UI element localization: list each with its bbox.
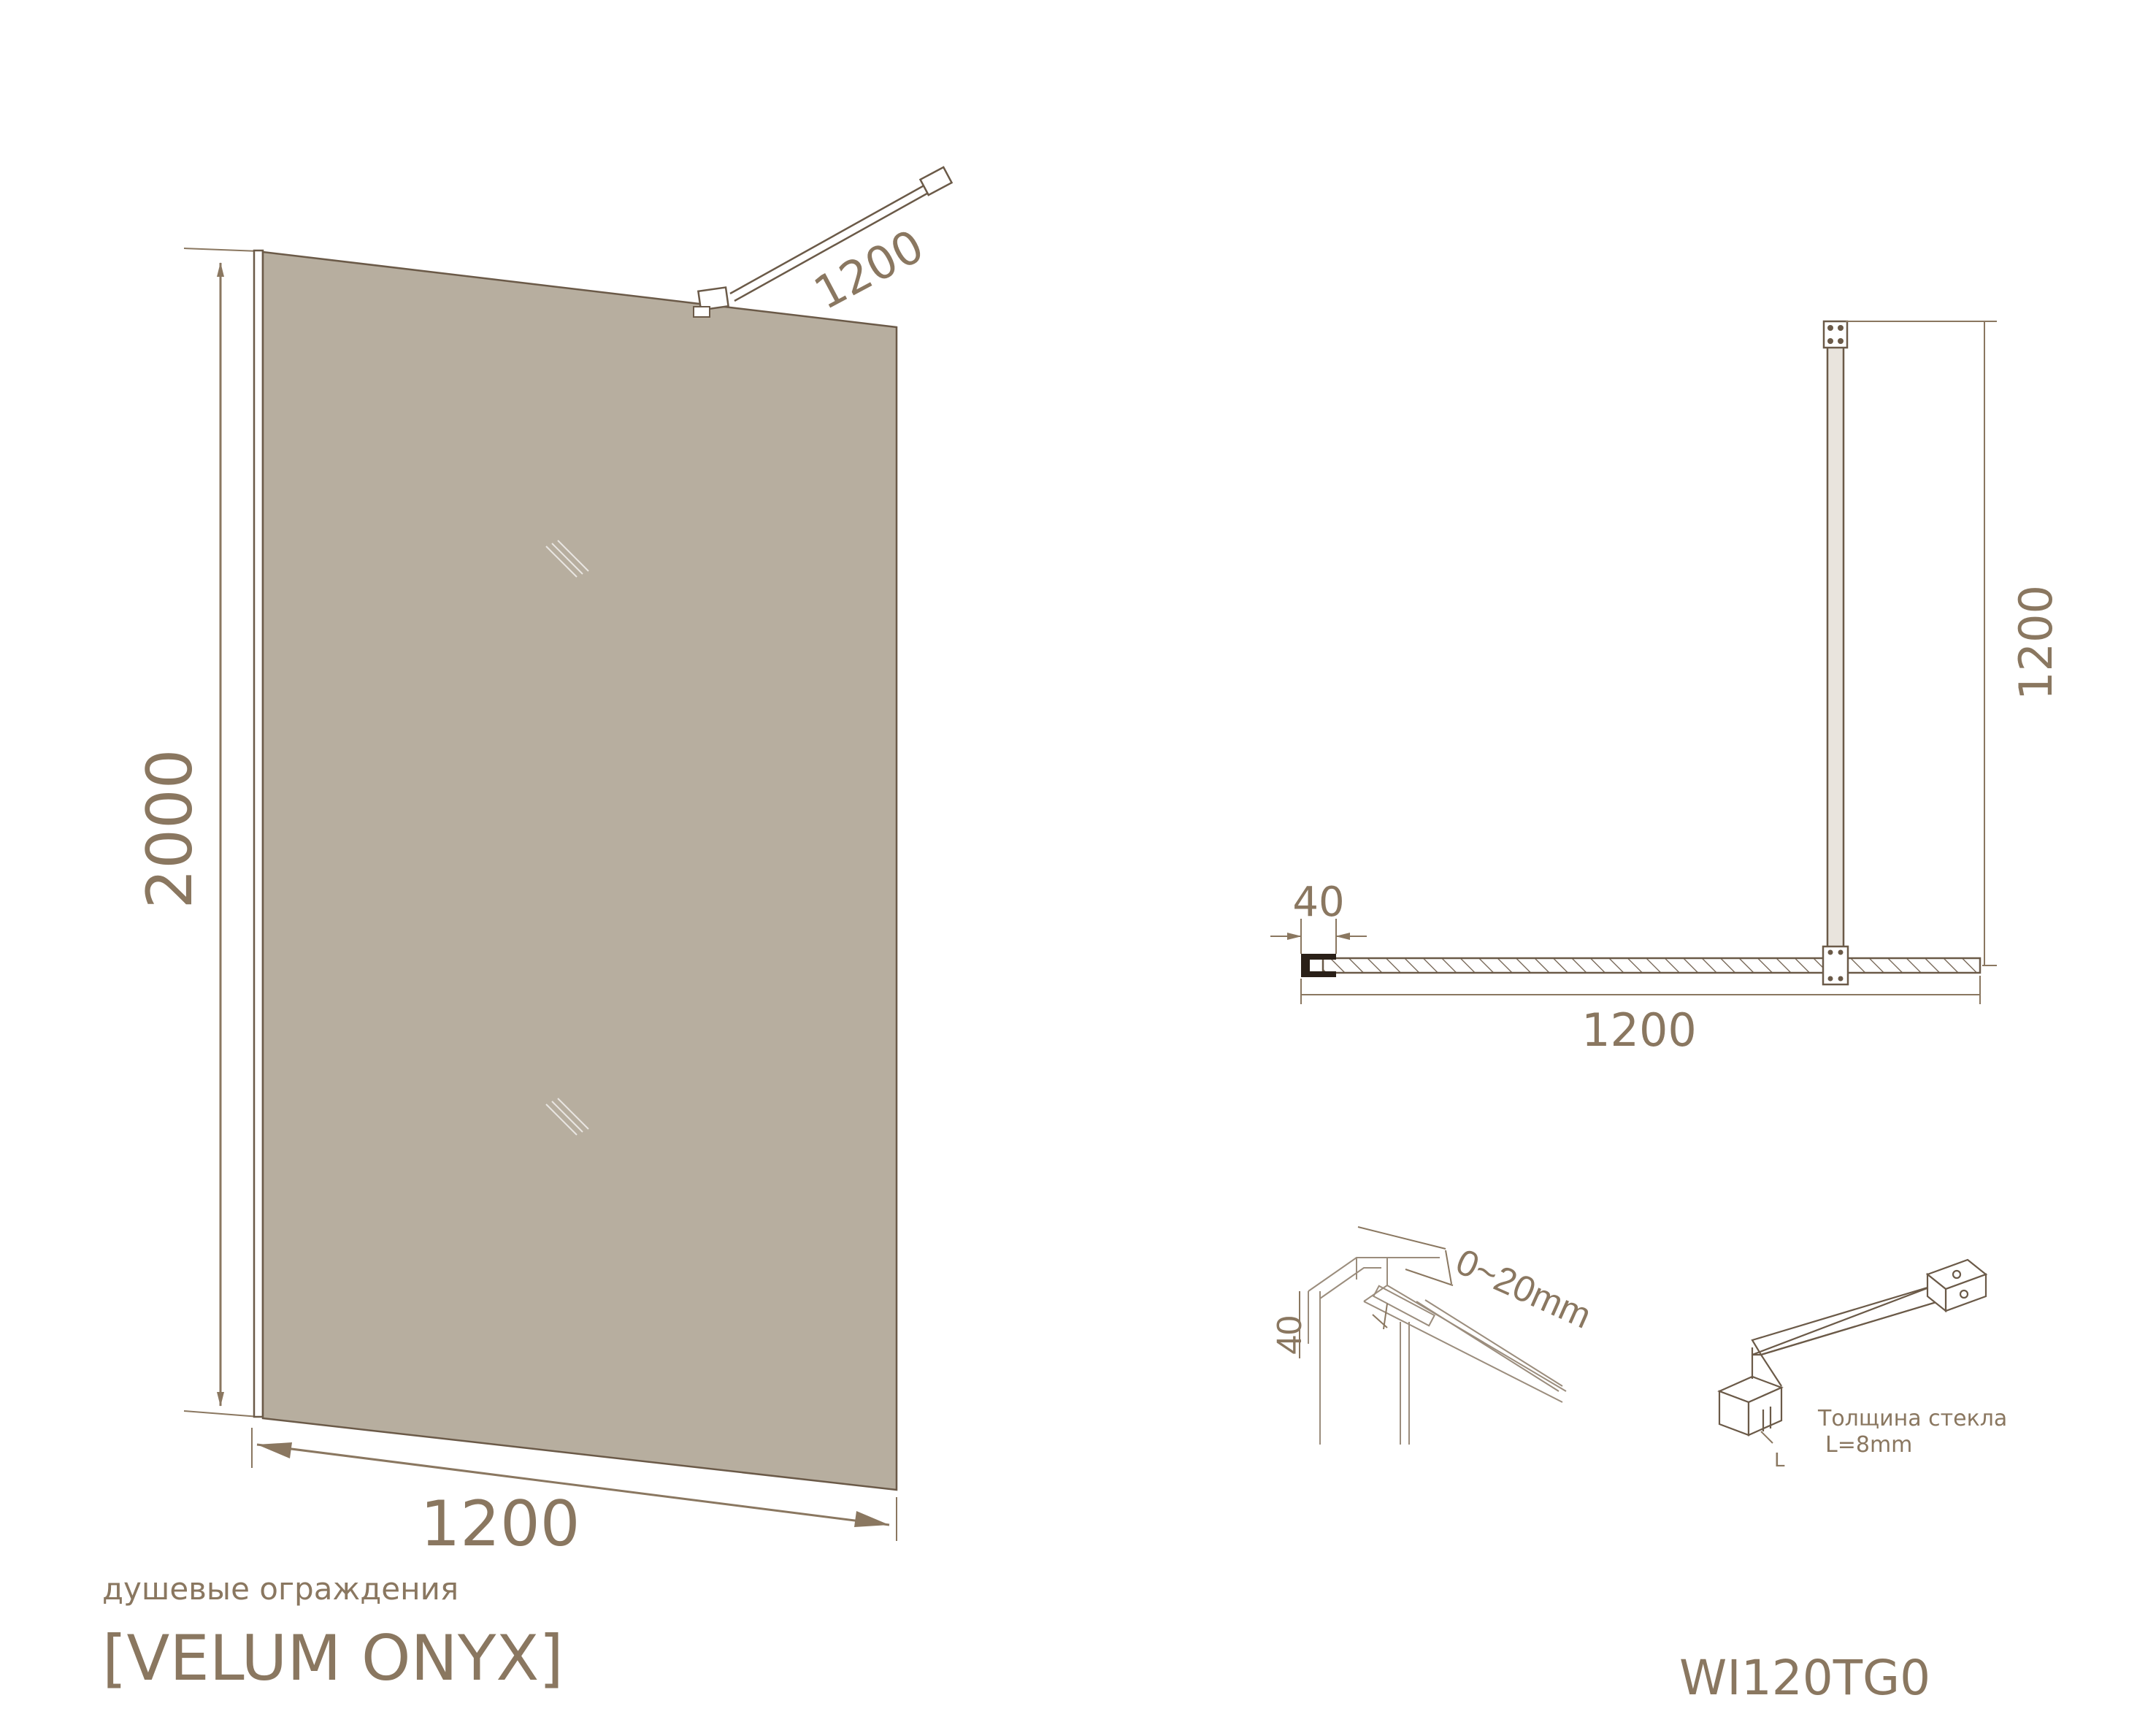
detail-profile-label: 40 (1270, 1315, 1309, 1354)
height-dimension-label: 2000 (134, 749, 207, 909)
brace-dimension-label: 1200 (805, 219, 932, 321)
plan-bracket-screws (1827, 325, 1844, 344)
bracket-l-marker: L (1774, 1450, 1785, 1472)
glass-thickness-label: Толщина стекла (1817, 1406, 2007, 1431)
glass-panel (261, 250, 898, 1491)
bracket-l-pointer (1760, 1431, 1773, 1444)
plan-view: 1200 1200 40 (1270, 320, 2063, 1057)
plan-glass-section (1321, 957, 1982, 974)
profile-dimension-label: 40 (1292, 879, 1344, 926)
brace-bracket-detail (1717, 1258, 1988, 1437)
width-arrow-left (257, 1442, 292, 1458)
glass-glare-bottom (545, 1098, 589, 1136)
glass-glare-top (545, 540, 589, 578)
depth-dimension-label: 1200 (2009, 585, 2063, 700)
height-extension-bottom (183, 1410, 260, 1418)
width-arrow-right (854, 1511, 889, 1527)
series-name: [VELUM ONYX] (102, 1622, 564, 1695)
detail-gap-label: 0~20mm (1450, 1241, 1597, 1336)
wall-profile (253, 249, 264, 1418)
height-extension-top (183, 248, 260, 252)
plan-width-dimension-label: 1200 (1581, 1003, 1697, 1057)
plan-glass-clamp (1822, 945, 1849, 986)
plan-wall-profile (1301, 954, 1336, 977)
plan-clamp-screws (1827, 949, 1844, 982)
width-dimension-label: 1200 (421, 1488, 580, 1561)
glass-thickness-value: L=8mm (1825, 1432, 1912, 1458)
width-dimension-line (256, 1443, 890, 1526)
profile-detail (1299, 1226, 1567, 1445)
front-view: 2000 1200 1200 (134, 166, 954, 1561)
model-code: WI120TG0 (1679, 1650, 1930, 1706)
stabilizer-brace (693, 166, 954, 318)
product-subtitle: душевые ограждения (102, 1571, 459, 1607)
plan-brace (1826, 345, 1845, 958)
plan-wall-bracket (1822, 320, 1849, 349)
